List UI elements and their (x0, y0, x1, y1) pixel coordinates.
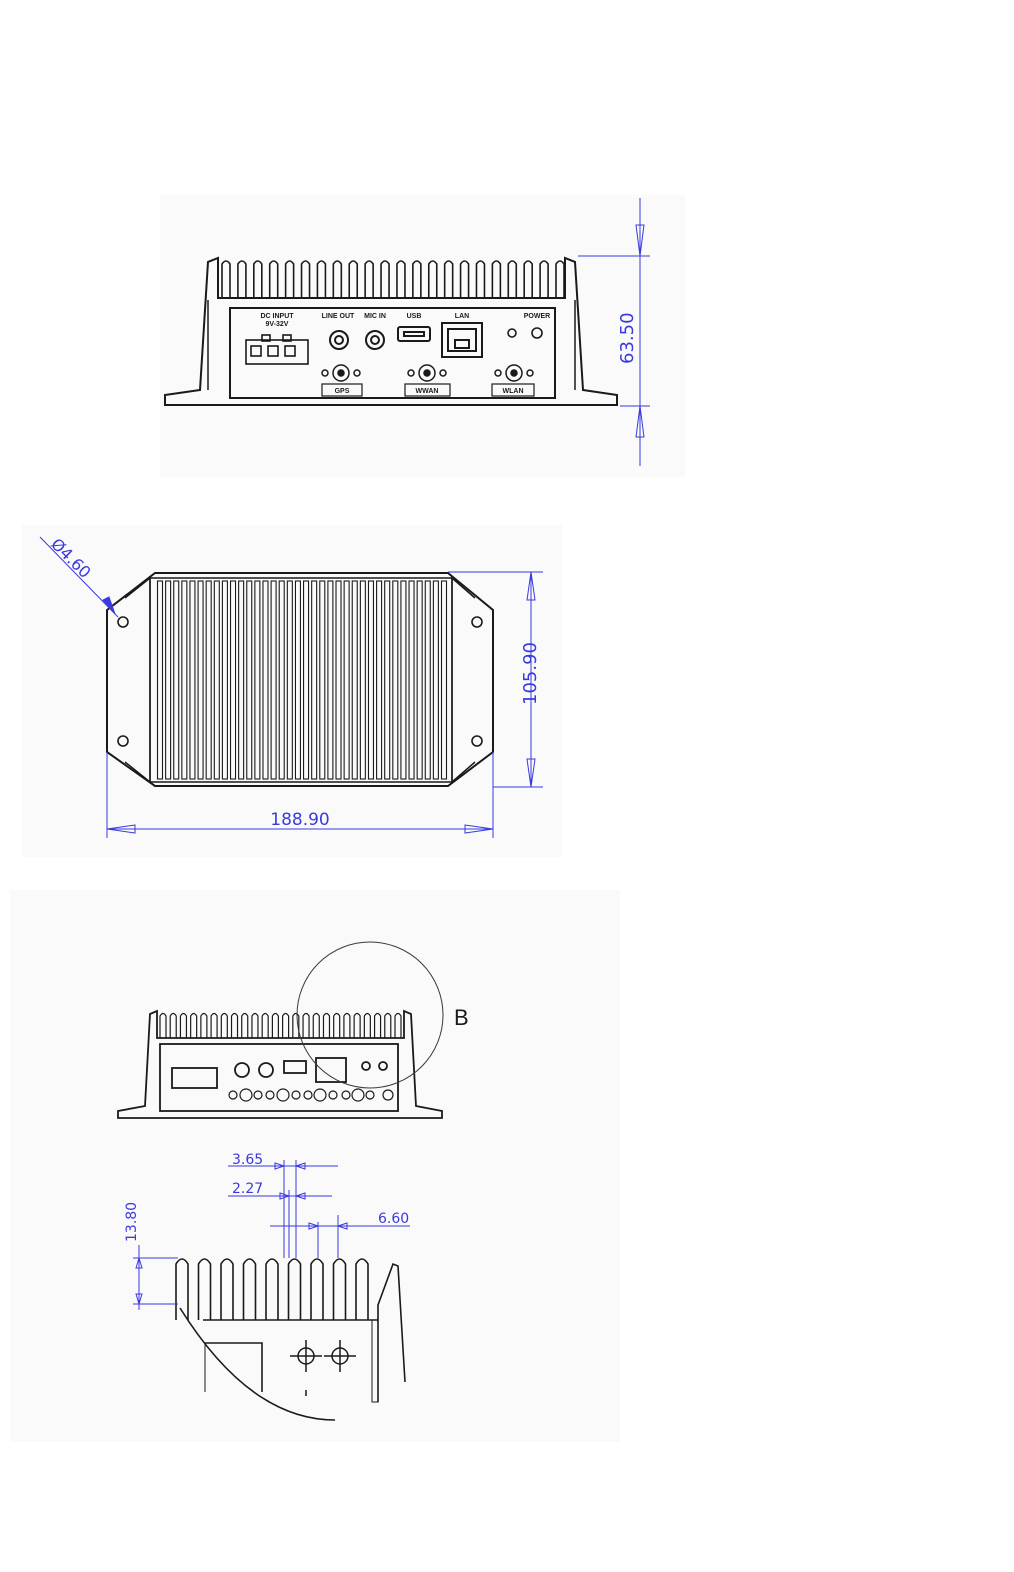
heatsink-fin (180, 1014, 186, 1039)
heatsink-fin (323, 1014, 329, 1039)
antenna-connector (292, 1091, 300, 1099)
heatsink-fin (221, 1259, 233, 1320)
heatsink-fin (385, 1014, 391, 1039)
antenna-connector (240, 1089, 252, 1101)
heatsink-fin (313, 1014, 319, 1039)
heatsink-fin (160, 1014, 166, 1039)
heatsink-fin (199, 1259, 211, 1320)
heatsink-fin (289, 1259, 301, 1320)
heatsink-fin (221, 1014, 227, 1039)
heatsink-fin (354, 1014, 360, 1039)
heatsink-fin (356, 1259, 368, 1320)
heatsink-fin (191, 1014, 197, 1039)
antenna-connector (266, 1091, 274, 1099)
heatsink-fin (266, 1259, 278, 1320)
antenna-connector (366, 1091, 374, 1099)
heatsink-fin (201, 1014, 207, 1039)
antenna-connector (314, 1089, 326, 1101)
heatsink-fin (283, 1014, 289, 1039)
fin-pitch-dim-text: 3.65 (232, 1152, 263, 1168)
antenna-connector (383, 1090, 393, 1100)
antenna-connector (304, 1091, 312, 1099)
small-front-connectors (229, 1089, 393, 1101)
antenna-connector (352, 1089, 364, 1101)
heatsink-fin (303, 1014, 309, 1039)
heatsink-fin (375, 1014, 381, 1039)
enlarged-fins (176, 1259, 368, 1320)
detail-label: B (454, 1005, 469, 1030)
heatsink-fin (344, 1014, 350, 1039)
heatsink-fin (334, 1014, 340, 1039)
enlarged-detail-outline (180, 1264, 405, 1420)
heatsink-fin (364, 1014, 370, 1039)
antenna-connector (254, 1091, 262, 1099)
antenna-connector (329, 1091, 337, 1099)
heatsink-fin (272, 1014, 278, 1039)
antenna-connector (277, 1089, 289, 1101)
heatsink-fin (334, 1259, 346, 1320)
heatsink-fin (211, 1014, 217, 1039)
enlarged-ports (290, 1340, 356, 1396)
heatsink-fin (170, 1014, 176, 1039)
heatsink-fin (244, 1259, 256, 1320)
antenna-connector (342, 1091, 350, 1099)
fin-height-dim-text: 13.80 (124, 1202, 140, 1242)
heatsink-fin (311, 1259, 323, 1320)
antenna-connector (229, 1091, 237, 1099)
heatsink-fin (232, 1014, 238, 1039)
gap-dim-text: 6.60 (378, 1211, 409, 1227)
heatsink-fin (395, 1014, 401, 1039)
small-front-fins (160, 1014, 401, 1039)
heatsink-fin (252, 1014, 258, 1039)
heatsink-fin (262, 1014, 268, 1039)
fin-width-dim-text: 2.27 (232, 1181, 263, 1197)
heatsink-fin (242, 1014, 248, 1039)
